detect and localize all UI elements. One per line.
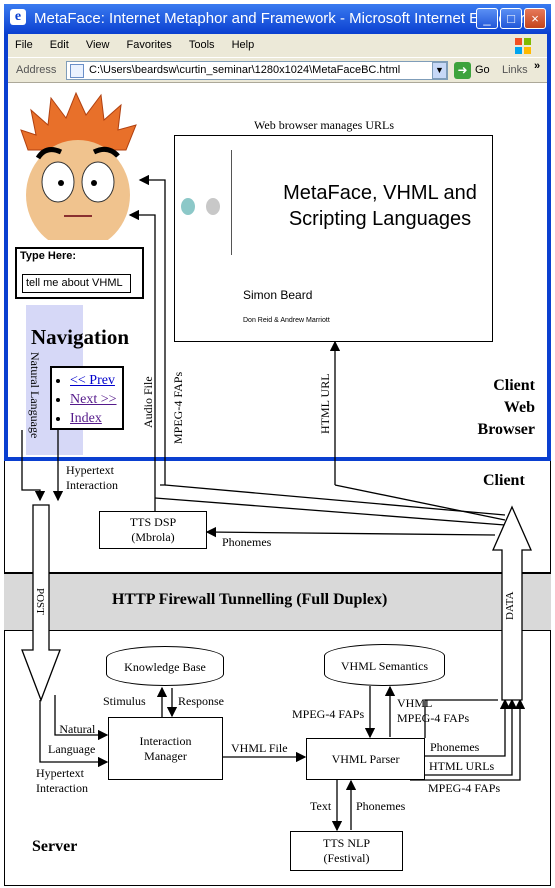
client-label: Client bbox=[483, 472, 525, 489]
text-label: Text bbox=[310, 799, 332, 813]
slide-title: MetaFace, VHML and Scripting Languages bbox=[283, 182, 477, 230]
server-label: Server bbox=[32, 838, 78, 855]
tts-nlp-box: TTS NLP (Festival) bbox=[290, 831, 403, 871]
vhml-mpeg4-faps-label: VHML MPEG-4 FAPs bbox=[397, 696, 470, 725]
post-label: POST bbox=[34, 588, 46, 615]
slide-caption: Web browser manages URLs bbox=[254, 118, 394, 132]
teal-dot-icon bbox=[181, 198, 195, 215]
audio-file-vertical-label: Audio File bbox=[141, 376, 155, 428]
mpeg4-faps-vertical-label: MPEG-4 FAPs bbox=[171, 371, 185, 444]
tunnel-label: HTTP Firewall Tunnelling (Full Duplex) bbox=[112, 591, 388, 608]
slide-preview: MetaFace, VHML and Scripting Languages S… bbox=[174, 135, 493, 342]
nav-links-box: << Prev Next >> Index bbox=[50, 366, 124, 430]
window-title: MetaFace: Internet Metaphor and Framewor… bbox=[34, 10, 526, 27]
html-url-vertical-label: HTML URL bbox=[318, 373, 332, 434]
phonemes-nlp-label: Phonemes bbox=[356, 799, 406, 813]
ie-icon: e bbox=[10, 9, 26, 25]
go-arrow-icon[interactable]: ➜ bbox=[454, 62, 471, 79]
slide-coauthors: Don Reid & Andrew Marriott bbox=[243, 317, 330, 324]
menu-tools[interactable]: Tools bbox=[188, 39, 215, 51]
hypertext-interaction-server-label: Hypertext Interaction bbox=[36, 766, 88, 795]
tunnel-tier bbox=[4, 573, 551, 631]
menu-help[interactable]: Help bbox=[231, 39, 255, 51]
address-input[interactable]: C:\Users\beardsw\curtin_seminar\1280x102… bbox=[66, 61, 448, 80]
natural-language-vertical-label: Natural Language bbox=[28, 352, 42, 439]
client-tier bbox=[4, 461, 551, 573]
phonemes-label: Phonemes bbox=[222, 535, 272, 549]
menu-file[interactable]: File bbox=[15, 39, 33, 51]
phonemes-out-label: Phonemes bbox=[430, 740, 480, 754]
client-web-browser-label: Client Web Browser bbox=[477, 377, 535, 438]
type-here-label: Type Here: bbox=[20, 250, 77, 262]
mpeg4-faps-label: MPEG-4 FAPs bbox=[292, 707, 365, 721]
vhml-semantics-box: VHML Semantics bbox=[324, 644, 445, 686]
windows-logo-icon bbox=[514, 37, 532, 55]
maximize-button[interactable]: □ bbox=[500, 8, 522, 29]
address-label: Address bbox=[16, 64, 57, 76]
vhml-parser-box: VHML Parser bbox=[306, 738, 425, 780]
nav-link-index[interactable]: Index bbox=[70, 411, 102, 426]
links-label[interactable]: Links bbox=[502, 64, 528, 76]
page-icon bbox=[70, 64, 84, 78]
menu-favorites[interactable]: Favorites bbox=[126, 39, 172, 51]
html-urls-label: HTML URLs bbox=[429, 759, 495, 773]
stimulus-label: Stimulus bbox=[103, 694, 146, 708]
response-label: Response bbox=[178, 694, 224, 708]
navigation-title: Navigation bbox=[31, 325, 130, 349]
nav-link-next[interactable]: Next >> bbox=[70, 392, 117, 407]
address-bar: Address C:\Users\beardsw\curtin_seminar\… bbox=[8, 57, 547, 83]
menu-view[interactable]: View bbox=[85, 39, 110, 51]
hypertext-interaction-label: Hypertext Interaction bbox=[66, 463, 118, 492]
natural-language-label: Natural Language bbox=[48, 722, 96, 756]
vhml-file-label: VHML File bbox=[231, 741, 288, 755]
close-button[interactable]: × bbox=[524, 8, 546, 29]
grey-dot-icon bbox=[206, 198, 220, 215]
mpeg4-faps-out-label: MPEG-4 FAPs bbox=[428, 781, 501, 795]
dropdown-button[interactable]: ▼ bbox=[432, 62, 447, 79]
chat-input[interactable]: tell me about VHML bbox=[22, 274, 131, 293]
talking-head-avatar bbox=[16, 90, 146, 250]
nav-link-prev[interactable]: << Prev bbox=[70, 373, 115, 388]
menu-bar: File Edit View Favorites Tools Help bbox=[8, 34, 547, 57]
interaction-manager-box: Interaction Manager bbox=[108, 717, 223, 780]
server-tier bbox=[4, 631, 551, 886]
menu-edit[interactable]: Edit bbox=[49, 39, 69, 51]
knowledge-base-box: Knowledge Base bbox=[106, 646, 224, 686]
title-bar: MetaFace: Internet Metaphor and Framewor… bbox=[4, 4, 551, 34]
tts-dsp-box: TTS DSP (Mbrola) bbox=[99, 511, 207, 549]
minimize-button[interactable]: _ bbox=[476, 8, 498, 29]
data-label: DATA bbox=[504, 591, 516, 620]
go-button[interactable]: Go bbox=[475, 64, 490, 76]
chevron-right-icon[interactable]: » bbox=[534, 60, 541, 72]
input-panel: Type Here: tell me about VHML bbox=[15, 247, 144, 299]
slide-author: Simon Beard bbox=[243, 288, 313, 302]
slide-divider bbox=[231, 150, 232, 255]
